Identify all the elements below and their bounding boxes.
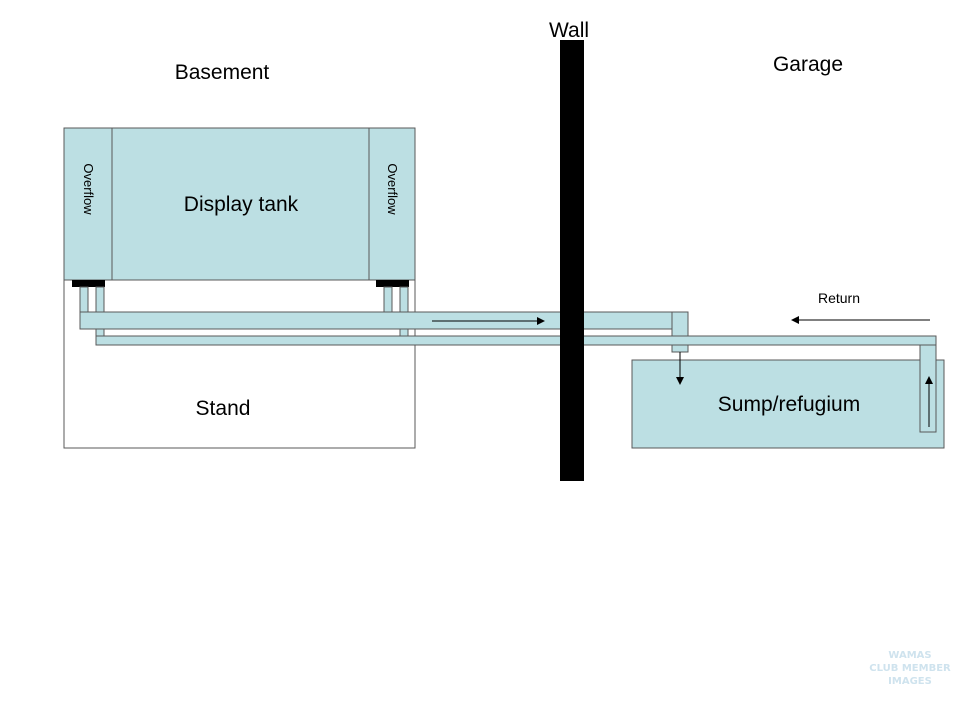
garage-label: Garage [773,53,843,76]
watermark-line-2: CLUB MEMBER [869,663,951,674]
watermark-line-3: IMAGES [888,676,932,687]
overflow-right-label: Overflow [385,163,400,215]
return-label: Return [818,290,860,306]
stand-box [63,279,416,449]
display-tank-label: Display tank [184,193,299,216]
watermark: WAMAS CLUB MEMBER IMAGES [852,649,960,688]
overflow-left-label: Overflow [81,163,96,215]
return-pipe-horizontal [95,335,937,346]
wall-label: Wall [549,19,589,42]
wall-bar [560,40,584,481]
display-tank-box [63,127,416,281]
drain-pipe-horizontal [79,311,689,330]
sump-box [631,359,945,449]
watermark-line-1: WAMAS [888,650,932,661]
bulkhead-right [376,280,409,287]
sump-label: Sump/refugium [718,393,860,416]
basement-label: Basement [175,61,270,84]
return-pump-riser [919,344,937,433]
bulkhead-left [72,280,105,287]
stand-label: Stand [196,397,251,420]
